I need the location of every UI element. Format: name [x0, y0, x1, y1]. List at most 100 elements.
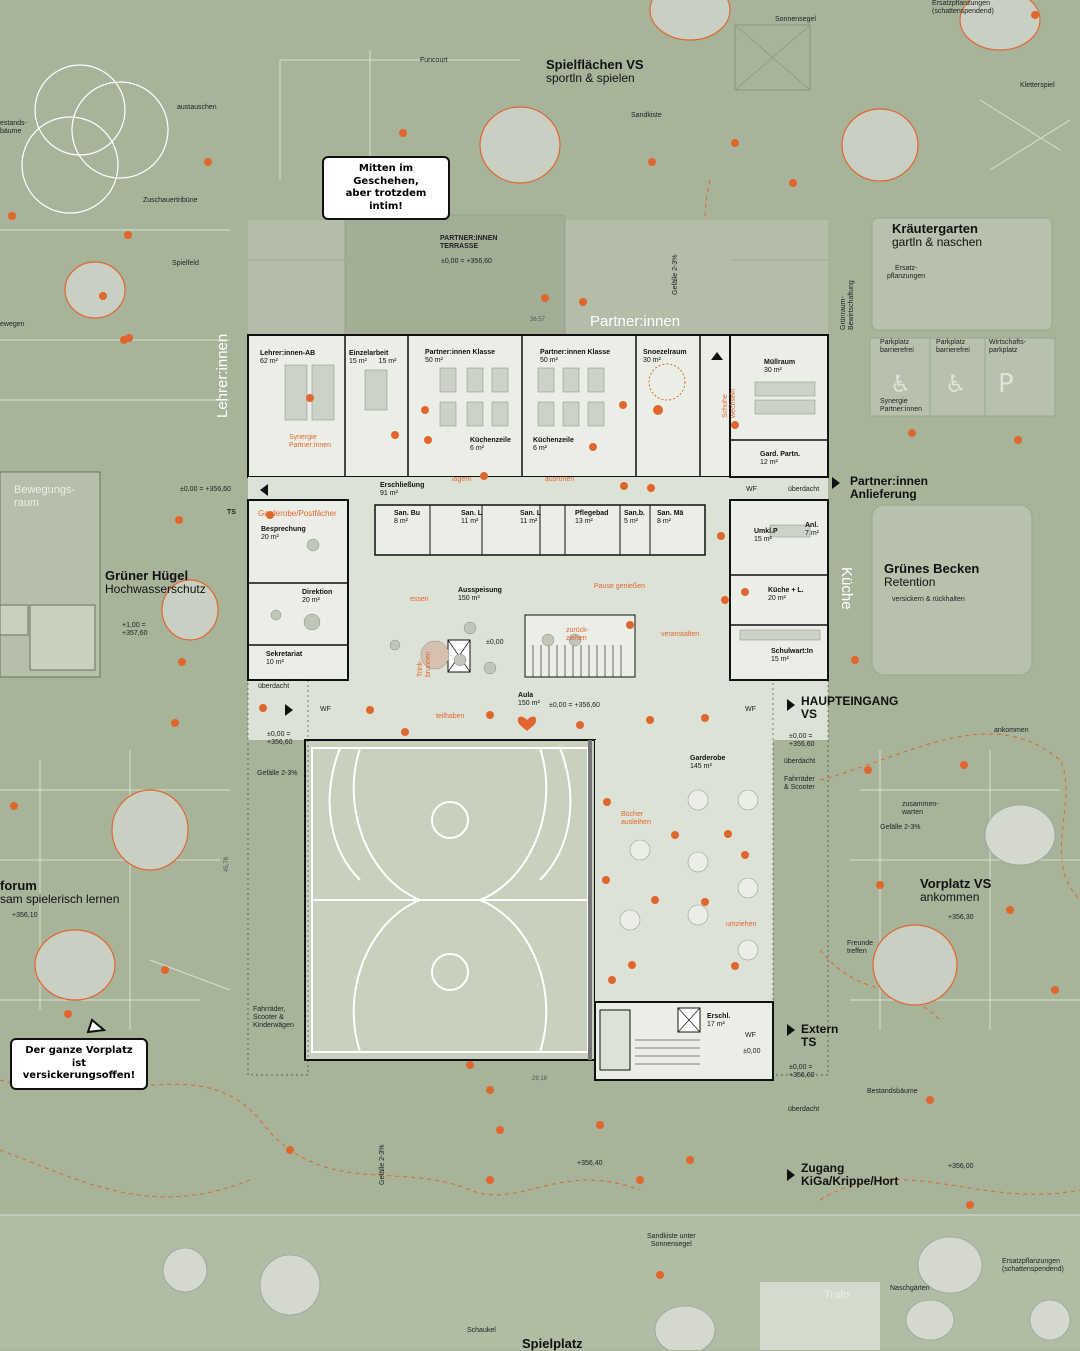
room-area: 5 m² [624, 518, 638, 526]
activity-veranstalten: veranstalten [661, 631, 700, 638]
note-level-mid: ±0,00 [486, 639, 504, 646]
note-parkplatz-2: Parkplatz barrierefrei [936, 339, 970, 355]
zone-vorplatz: Vorplatz VS ankommen [920, 876, 991, 904]
zone-gruenes-becken-sub: Retention [884, 575, 936, 590]
activity-buecher: Bücher ausleihen [621, 811, 651, 827]
note-level-right: ±0,00 = +356,60 [789, 733, 815, 749]
gruenes-becken-note: versickern & rückhalten [892, 596, 965, 603]
zone-spielflaechen: Spielflächen VS sportln & spielen [546, 57, 644, 85]
entrance-zugang[interactable]: Zugang KiGa/Krippe/Hort [801, 1161, 899, 1189]
note-lvl-35640: +356,40 [577, 1160, 603, 1167]
zone-spielplatz: Spielplatz [522, 1336, 583, 1351]
note-bestandsbaeume-tl: estands- bäume [0, 120, 27, 136]
note-freunde: Freunde treffen [847, 940, 874, 956]
room-area: 62 m² [260, 358, 278, 366]
room-area: 15 m² [754, 536, 772, 544]
note-sandkiste-sonne: Sandkiste unter Sonnensegel [647, 1233, 696, 1249]
note-dim-left: 45,78 [224, 856, 230, 872]
room-name: Direktion [302, 589, 333, 596]
note-gefaelle-left: Gefälle 2-3% [257, 770, 298, 777]
zone-forum-title: forum [0, 878, 37, 893]
activity-pause: Pause genießen [594, 583, 645, 590]
note-zuschauertribuene: Zuschauertribüne [143, 197, 198, 204]
note-ueberdacht-r2: überdacht [784, 758, 816, 765]
label-lehrer-innen: Lehrer:innen [214, 333, 231, 418]
activity-synergie: Synergie Partner:innen [289, 434, 332, 450]
note-ankommen: ankommen [994, 727, 1029, 734]
note-spielfeld: Spielfeld [172, 260, 199, 267]
room-name: Schulwart:In [771, 648, 814, 655]
entrance-extern[interactable]: Extern TS [801, 1022, 839, 1050]
note-level-left: ±0,00 = +356,60 [180, 486, 231, 493]
zone-gruener-huegel-title: Grüner Hügel [105, 568, 189, 583]
note-dim-top: 36,57 [530, 317, 546, 323]
trees-grey [162, 804, 1071, 1350]
room-name: Pflegebad [575, 510, 609, 517]
note-synergie-park: Synergie Partner:innen [880, 398, 923, 414]
note-ersatzpfl-garden: Ersatz- pflanzungen [887, 265, 926, 281]
note-sonnensegel: Sonnensegel [775, 16, 816, 23]
existing-trees-outline [21, 64, 169, 214]
zone-gruenes-becken: Grünes Becken Retention [884, 561, 979, 590]
room-area: 8 m² [394, 518, 408, 526]
room-name: Lehrer:innen-AB [260, 350, 316, 357]
room-name: Snoezelraum [643, 349, 687, 356]
note-level-left2: ±0,00 = +356,60 [267, 731, 293, 747]
note-fahrraeder: Fahrräder & Scooter [784, 776, 815, 792]
room-area: 20 m² [768, 595, 786, 603]
zone-gruener-huegel-sub: Hochwasserschutz [105, 582, 206, 597]
room-area: 150 m² [458, 595, 480, 603]
people-markers [8, 11, 1059, 1279]
note-ueberdacht-r3: überdacht [788, 1106, 820, 1113]
zone-gruener-huegel: Grüner Hügel Hochwasserschutz [105, 568, 206, 597]
svg-text:P: P [998, 369, 1014, 399]
room-name: Partner:innen Klasse [540, 349, 611, 356]
room-name: Anl. [805, 522, 819, 529]
note-austauschen: austauschen [177, 104, 217, 111]
room-name: San.b. [624, 510, 646, 517]
room-area-2: 15 m² [378, 358, 397, 366]
parking-icons: ♿ ♿ P [890, 369, 1014, 399]
note-ersatzpfl-bottom: Ersatzpflanzungen (schattenspendend) [1002, 1258, 1064, 1274]
room-area: 10 m² [266, 659, 284, 667]
room-area: 17 m² [707, 1021, 725, 1029]
room-name: Ausspeisung [458, 587, 502, 594]
note-ersatzpfl-top: Ersatzpflanzungen (schattenspendend) [932, 0, 994, 16]
room-name: San. Bu [394, 510, 421, 517]
note-lvl-extern: ±0,00 = +356,60 [789, 1064, 815, 1080]
basketball-court-lines [311, 747, 589, 1053]
room-name: Erschl. [707, 1013, 731, 1020]
note-ueberdacht-l: überdacht [258, 683, 290, 690]
entrance-haupteingang[interactable]: HAUPTEINGANG VS [801, 694, 899, 722]
room-area: 20 m² [302, 597, 320, 605]
activity-schuhe: Schuhe wechseln [722, 388, 738, 418]
note-lvl-erschl: ±0,00 [743, 1048, 761, 1055]
note-level-aula: ±0,00 = +356,60 [549, 702, 600, 709]
room-name: Erschließung [380, 482, 425, 489]
label-trafo: Trafo [824, 1289, 850, 1301]
room-name: San. L [461, 510, 483, 517]
label-bewegungsraum: Bewegungs- raum [14, 484, 76, 509]
note-gefaelle-bottom: Gefälle 2-3% [379, 1144, 386, 1185]
room-name: Küchenzeile [533, 437, 574, 444]
speech-bubble-top: Mitten im Geschehen, aber trotzdem intim… [322, 156, 450, 220]
room-area: 6 m² [533, 445, 547, 453]
room-area: 91 m² [380, 490, 398, 498]
room-name: Einzelarbeit [349, 350, 389, 357]
note-level-huegel: +1,00 = +357,60 [122, 622, 148, 638]
note-kletterspiel: Kletterspiel [1020, 82, 1055, 89]
note-terrasse-level: ±0,00 = +356,60 [441, 258, 492, 265]
zone-kraeutergarten-title: Kräutergarten [892, 221, 978, 236]
room-area: 145 m² [690, 763, 712, 771]
